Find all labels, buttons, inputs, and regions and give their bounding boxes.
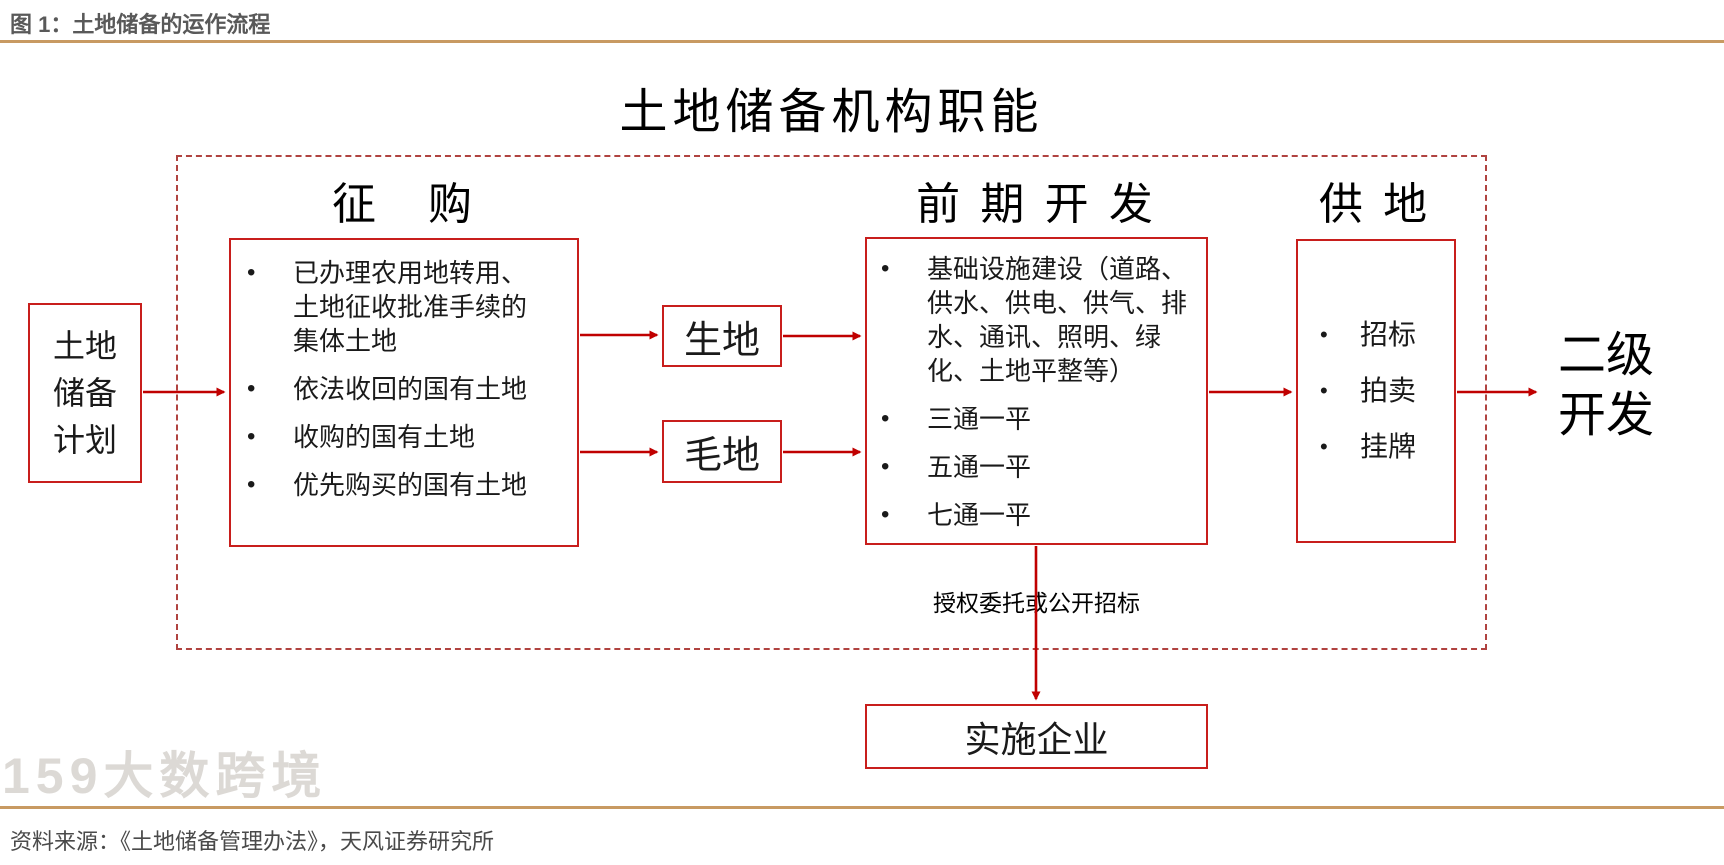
list-item: • 优先购买的国有土地 bbox=[247, 468, 571, 502]
list-item: • 三通一平 bbox=[881, 402, 1202, 436]
list-item: • 招标 bbox=[1320, 317, 1454, 353]
bullet-glyph: • bbox=[1320, 434, 1328, 459]
list-item-text: 七通一平 bbox=[927, 500, 1032, 530]
list-item-text: 基础设施建设（道路、供水、供电、供气、排水、通讯、照明、绿化、土地平整等） bbox=[927, 254, 1188, 386]
bullet-glyph: • bbox=[881, 501, 890, 528]
bullet-glyph: • bbox=[247, 375, 256, 402]
gold-divider-top bbox=[0, 40, 1724, 43]
land-reserve-plan-box: 土地 储备 计划 bbox=[28, 303, 142, 483]
list-item: • 收购的国有土地 bbox=[247, 420, 571, 454]
delegation-label: 授权委托或公开招标 bbox=[933, 590, 1140, 616]
bullet-glyph: • bbox=[881, 453, 890, 480]
gross-land-label: 毛地 bbox=[683, 435, 760, 477]
raw-land-box: 生地 bbox=[662, 305, 782, 367]
bullet-glyph: • bbox=[881, 405, 890, 432]
figure-caption: 图 1：土地储备的运作流程 bbox=[10, 12, 271, 37]
gross-land-box: 毛地 bbox=[662, 420, 782, 483]
source-note: 资料来源：《土地储备管理办法》，天风证券研究所 bbox=[10, 829, 495, 854]
list-item-text: 五通一平 bbox=[927, 452, 1032, 482]
gold-divider-bottom bbox=[0, 806, 1724, 809]
implementing-enterprise-label: 实施企业 bbox=[964, 718, 1109, 760]
land-reserve-plan-label: 土地 储备 计划 bbox=[52, 327, 117, 458]
list-item-text: 招标 bbox=[1360, 319, 1417, 350]
bullet-glyph: • bbox=[881, 255, 890, 282]
list-item: • 依法收回的国有土地 bbox=[247, 372, 571, 406]
list-item: • 挂牌 bbox=[1320, 429, 1454, 465]
list-item-text: 三通一平 bbox=[927, 404, 1032, 434]
list-item: • 基础设施建设（道路、供水、供电、供气、排水、通讯、照明、绿化、土地平整等） bbox=[881, 252, 1202, 388]
list-item-text: 拍卖 bbox=[1360, 375, 1417, 406]
bullet-glyph: • bbox=[1320, 378, 1328, 403]
bullet-glyph: • bbox=[1320, 322, 1328, 347]
raw-land-label: 生地 bbox=[683, 319, 760, 362]
implementing-enterprise-box: 实施企业 bbox=[865, 704, 1208, 769]
bullet-glyph: • bbox=[247, 259, 256, 286]
list-item: • 拍卖 bbox=[1320, 373, 1454, 409]
purchase-box: • 已办理农用地转用、土地征收批准手续的集体土地 • 依法收回的国有土地 • 收… bbox=[229, 238, 579, 547]
heading-predevelopment: 前 期 开 发 bbox=[916, 180, 1157, 229]
heading-purchase: 征 购 bbox=[332, 180, 476, 229]
predevelopment-box: • 基础设施建设（道路、供水、供电、供气、排水、通讯、照明、绿化、土地平整等） … bbox=[865, 237, 1208, 545]
diagram-title: 土地储备机构职能 bbox=[619, 86, 1044, 139]
list-item: • 五通一平 bbox=[881, 450, 1202, 484]
list-item-text: 优先购买的国有土地 bbox=[293, 470, 528, 500]
heading-land-supply: 供 地 bbox=[1318, 180, 1432, 229]
bullet-glyph: • bbox=[247, 423, 256, 450]
land-supply-box: • 招标 • 拍卖 • 挂牌 bbox=[1296, 239, 1456, 543]
list-item: • 七通一平 bbox=[881, 498, 1202, 532]
bullet-glyph: • bbox=[247, 471, 256, 498]
list-item-text: 挂牌 bbox=[1360, 431, 1417, 462]
list-item-text: 依法收回的国有土地 bbox=[293, 374, 528, 404]
list-item: • 已办理农用地转用、土地征收批准手续的集体土地 bbox=[247, 256, 571, 358]
secondary-development-label: 二级 开发 bbox=[1558, 329, 1655, 442]
institution-dashed-frame bbox=[176, 155, 1487, 650]
watermark: 159大数跨境 bbox=[2, 748, 328, 804]
list-item-text: 收购的国有土地 bbox=[293, 422, 476, 452]
list-item-text: 已办理农用地转用、土地征收批准手续的集体土地 bbox=[293, 258, 528, 356]
